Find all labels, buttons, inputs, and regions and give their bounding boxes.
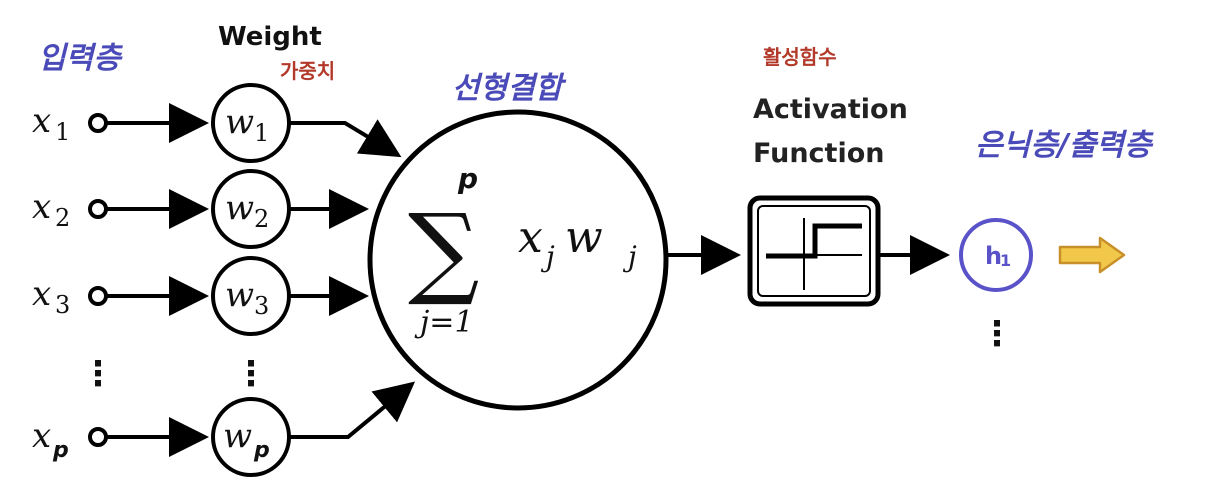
- weight-to-sum-arrow-1: [289, 119, 402, 158]
- weight-w1-sub: 1: [254, 119, 269, 147]
- weight-wp-sub: p: [253, 438, 270, 463]
- output-node-var: h: [985, 242, 1002, 270]
- summation-upper-limit: p: [457, 162, 478, 195]
- input-layer-label: 입력층: [38, 41, 123, 76]
- input-xp-sub: p: [52, 438, 69, 463]
- summation-term-w: w: [565, 212, 603, 263]
- input-node-p: [88, 427, 108, 447]
- input-x3-sub: 3: [55, 291, 70, 319]
- input-x3-var: x: [32, 274, 51, 314]
- weight-ellipsis: ⋮: [234, 354, 268, 394]
- weight-w3-var: w: [225, 275, 254, 315]
- output-node-sub: 1: [1000, 251, 1011, 270]
- weight-to-sum-arrow-p: [289, 381, 416, 439]
- weight-w2-sub: 2: [254, 205, 269, 233]
- activation-label-line1: Activation: [753, 94, 908, 125]
- input-x1-sub: 1: [55, 118, 70, 146]
- input-node-2: [88, 199, 108, 219]
- input-row-1: x 1 w 1: [32, 83, 402, 163]
- input-x2-sub: 2: [55, 204, 70, 232]
- summation-sigma: ∑: [408, 192, 479, 309]
- weight-ko-label: 가중치: [280, 59, 335, 83]
- activation-ko-label: 활성함수: [763, 45, 837, 69]
- step-function-curve: [766, 223, 862, 259]
- input-x2-var: x: [32, 187, 51, 227]
- output-node: h 1: [959, 218, 1033, 292]
- input-ellipsis: ⋮: [81, 354, 115, 394]
- weight-w1-var: w: [225, 102, 254, 142]
- linear-combination-label: 선형결합: [452, 71, 567, 106]
- summation-node: p ∑ j=1 x j w j: [367, 109, 669, 411]
- weight-w3-sub: 3: [254, 292, 269, 320]
- input-row-2: x 2 w 2: [32, 169, 369, 249]
- hidden-output-layer-label: 은닉층/출력층: [975, 128, 1154, 163]
- input-row-3: x 3 w 3: [32, 256, 369, 336]
- activation-label-line2: Function: [753, 138, 884, 169]
- input-row-p: x p w p: [32, 381, 416, 477]
- summation-circle: [367, 109, 669, 411]
- input-node-3: [88, 286, 108, 306]
- activation-function-box: [747, 195, 881, 307]
- summation-term-x: x: [518, 212, 543, 263]
- input-x1-var: x: [32, 101, 51, 141]
- input-xp-var: x: [32, 416, 51, 456]
- weight-w2-var: w: [225, 188, 254, 228]
- forward-arrow-icon: [1058, 236, 1126, 274]
- output-node-circle: [959, 218, 1033, 292]
- weight-label: Weight: [218, 22, 322, 52]
- output-ellipsis: ⋮: [980, 314, 1014, 354]
- weight-wp-var: w: [223, 416, 252, 456]
- input-node-1: [88, 113, 108, 133]
- summation-lower-limit: j=1: [414, 305, 474, 340]
